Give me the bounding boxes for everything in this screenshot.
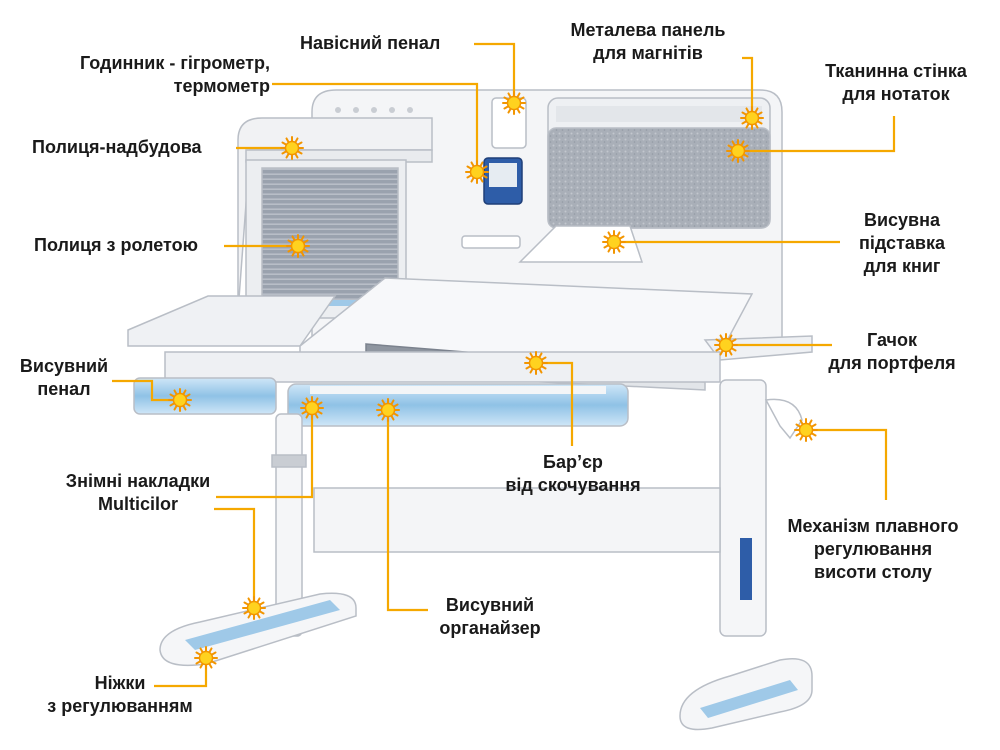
- book-stand: [518, 225, 644, 263]
- markers: [168, 91, 818, 670]
- sun-marker-icon: [714, 333, 738, 357]
- sun-marker-icon: [280, 136, 304, 160]
- sun-marker-icon: [726, 139, 750, 163]
- sun-marker-icon: [286, 234, 310, 258]
- sun-marker-icon: [376, 398, 400, 422]
- callout-roller-shelf: Полиця з ролетою: [34, 235, 198, 255]
- cross-bar: [313, 487, 721, 553]
- top-shelf: [237, 117, 433, 313]
- sun-marker-icon: [794, 418, 818, 442]
- sun-marker-icon: [242, 596, 266, 620]
- sun-marker-icon: [524, 351, 548, 375]
- leader-covers: [216, 408, 314, 499]
- leader-covers-feet: [214, 507, 256, 608]
- height-crank: [764, 398, 803, 440]
- fabric-note-wall: [547, 127, 771, 229]
- leader-pencil-case: [112, 379, 180, 402]
- drawer-frame: [164, 351, 721, 383]
- sun-marker-icon: [168, 388, 192, 412]
- leader-hanging-pencil-case: [474, 42, 516, 103]
- sun-marker-icon: [602, 230, 626, 254]
- callout-clock: Годинник - гігрометр,термометр: [79, 53, 270, 96]
- roller-shutter: [261, 167, 399, 305]
- sun-marker-icon: [194, 646, 218, 670]
- leader-metal-panel: [742, 56, 754, 118]
- weekday-strip: [556, 106, 762, 122]
- fixed-desktop: [127, 295, 337, 347]
- leader-organizer: [386, 410, 428, 612]
- leader-lines: [112, 42, 896, 688]
- leader-clock: [272, 82, 479, 172]
- leader-barrier: [538, 361, 574, 446]
- sun-marker-icon: [465, 160, 489, 184]
- sun-marker-icon: [502, 91, 526, 115]
- leader-mechanism: [808, 428, 888, 500]
- sun-marker-icon: [740, 106, 764, 130]
- sun-marker-icon: [300, 396, 324, 420]
- pencil-drawer: [133, 377, 277, 415]
- callout-hanging-pencil-case: Навісний пенал: [300, 33, 441, 53]
- organizer-drawer: [287, 383, 629, 427]
- leader-fabric-wall: [738, 116, 896, 153]
- callout-top-shelf: Полиця-надбудова: [32, 137, 202, 157]
